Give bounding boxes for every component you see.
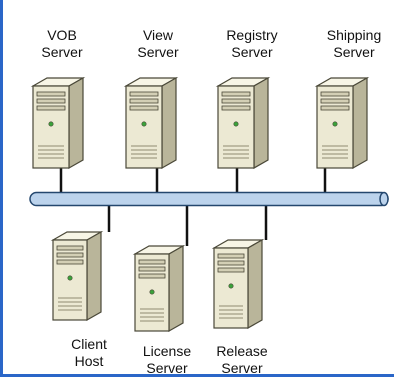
vob-power-led bbox=[48, 121, 54, 127]
view-server-tower bbox=[123, 76, 179, 170]
release-server-tower bbox=[211, 238, 265, 330]
release-server-label: Release Server bbox=[216, 343, 267, 377]
shipping-tower-side bbox=[352, 76, 368, 170]
view-power-led bbox=[141, 121, 147, 127]
license-server-label-line2: Server bbox=[146, 360, 188, 376]
license-drive-bay bbox=[138, 259, 166, 265]
bus-pipe bbox=[29, 191, 389, 207]
license-power-led bbox=[149, 289, 155, 295]
view-tower-front bbox=[125, 85, 163, 169]
license-drive-bay bbox=[138, 266, 166, 272]
shipping-power-led bbox=[332, 121, 338, 127]
shipping-drive-bay bbox=[320, 91, 350, 97]
client-server-tower bbox=[50, 230, 104, 322]
license-tower-side bbox=[168, 244, 184, 333]
vob-drive-bay bbox=[36, 98, 66, 104]
release-drive-bay bbox=[217, 260, 245, 266]
license-server-tower bbox=[132, 244, 186, 333]
client-drive-bay bbox=[56, 252, 84, 258]
vob-drive-bay bbox=[36, 91, 66, 97]
connector-group bbox=[59, 168, 327, 246]
client-host-label-line2: Host bbox=[74, 353, 104, 369]
view-server-label: View Server bbox=[137, 27, 178, 61]
shipping-server-tower bbox=[314, 76, 370, 170]
release-server-label-line1: Release bbox=[216, 343, 268, 359]
bus-end-cap bbox=[379, 191, 389, 207]
view-drive-bay bbox=[129, 105, 159, 111]
license-server-label-line1: License bbox=[142, 343, 192, 359]
client-host-label: Client Host bbox=[71, 336, 107, 370]
client-tower-side bbox=[86, 230, 102, 322]
view-tower-side bbox=[161, 76, 177, 170]
servers-layer bbox=[30, 76, 370, 333]
registry-tower-front bbox=[217, 85, 255, 169]
vob-server-tower bbox=[30, 76, 86, 170]
vob-drive-bay bbox=[36, 105, 66, 111]
release-server-label-line2: Server bbox=[221, 360, 263, 376]
registry-drive-bay bbox=[221, 91, 251, 97]
registry-server-label-line1: Registry bbox=[226, 27, 278, 43]
client-power-led bbox=[67, 275, 73, 281]
shipping-drive-bay bbox=[320, 105, 350, 111]
shipping-tower-front bbox=[316, 85, 354, 169]
release-power-led bbox=[228, 283, 234, 289]
release-tower-side bbox=[247, 238, 263, 330]
shipping-server-label: Shipping Server bbox=[327, 27, 382, 61]
registry-server-tower bbox=[215, 76, 271, 170]
client-drive-bay bbox=[56, 259, 84, 265]
registry-server-label-line2: Server bbox=[231, 44, 273, 60]
license-server-label: License Server bbox=[143, 343, 191, 377]
vob-tower-front bbox=[32, 85, 70, 169]
shipping-drive-bay bbox=[320, 98, 350, 104]
view-server-label-line1: View bbox=[142, 27, 174, 43]
network-bus bbox=[29, 191, 389, 207]
registry-drive-bay bbox=[221, 98, 251, 104]
registry-tower-side bbox=[253, 76, 269, 170]
view-drive-bay bbox=[129, 98, 159, 104]
registry-server-label: Registry Server bbox=[226, 27, 277, 61]
shipping-server-label-line2: Server bbox=[333, 44, 375, 60]
vob-server-label: VOB Server bbox=[41, 27, 82, 61]
registry-power-led bbox=[233, 121, 239, 127]
vob-server-label-line1: VOB bbox=[47, 27, 77, 43]
release-drive-bay bbox=[217, 253, 245, 259]
registry-drive-bay bbox=[221, 105, 251, 111]
vob-tower-side bbox=[68, 76, 84, 170]
view-drive-bay bbox=[129, 91, 159, 97]
vob-server-label-line2: Server bbox=[41, 44, 83, 60]
view-server-label-line2: Server bbox=[137, 44, 179, 60]
license-drive-bay bbox=[138, 273, 166, 279]
release-drive-bay bbox=[217, 267, 245, 273]
shipping-server-label-line1: Shipping bbox=[326, 27, 382, 43]
client-drive-bay bbox=[56, 245, 84, 251]
client-host-label-line1: Client bbox=[71, 336, 107, 352]
